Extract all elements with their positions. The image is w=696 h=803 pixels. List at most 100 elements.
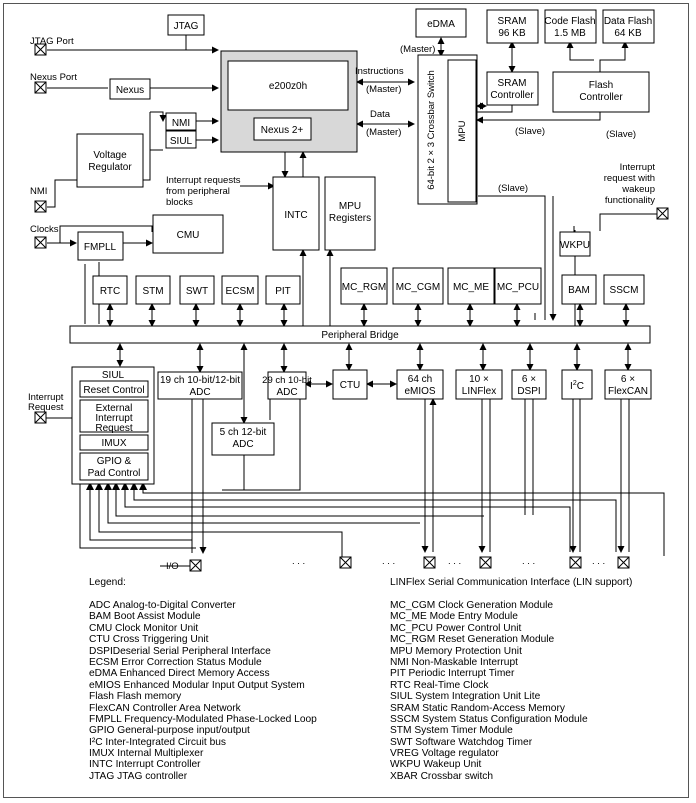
legend-entry: NMI Non-Maskable Interrupt	[390, 656, 518, 668]
signal-labels: JTAG Port Nexus Port NMI Clocks Interrup…	[28, 36, 655, 572]
ctu-label: CTU	[340, 380, 361, 391]
siul-small-label: SIUL	[170, 136, 193, 147]
swt-label: SWT	[186, 286, 208, 297]
jtag-port-label: JTAG Port	[30, 36, 74, 47]
pin-nexus	[34, 81, 47, 94]
data-label: Data	[370, 109, 391, 120]
dspi-label-2: DSPI	[517, 386, 540, 397]
interconnect-lines	[45, 34, 665, 567]
legend-entry: VREG Voltage regulator	[390, 748, 499, 760]
ellipsis-3: . . .	[448, 556, 461, 567]
cmu-label: CMU	[177, 230, 200, 241]
legend-entry: Flash Flash memory	[89, 691, 182, 703]
legend-entry: eMIOS Enhanced Modular Input Output Syst…	[89, 679, 305, 691]
data-flash-size: 64 KB	[614, 28, 642, 39]
sscm-label: SSCM	[610, 285, 639, 296]
stm-label: STM	[142, 286, 163, 297]
mpu-label: MPU	[457, 120, 468, 141]
adc29-label-2: ADC	[276, 387, 297, 398]
siul-label: SIUL	[102, 370, 125, 381]
block-labels: JTAG eDMA SRAM 96 KB Code Flash 1.5 MB D…	[83, 16, 652, 479]
adc29-label-1: 29 ch 10-bit	[262, 375, 312, 386]
legend-entry: DSPIDeserial Serial Peripheral Interface	[89, 645, 271, 657]
gpio-label-2: Pad Control	[88, 468, 141, 479]
adc19-label-1: 19 ch 10-bit/12-bit	[160, 375, 240, 386]
edma-master-label: (Master)	[400, 44, 435, 55]
wakeup-label-3: wakeup	[621, 184, 655, 195]
adc5-label-1: 5 ch 12-bit	[220, 427, 267, 438]
blocks	[69, 8, 655, 485]
rtc-label: RTC	[100, 286, 120, 297]
core-label: e200z0h	[269, 81, 307, 92]
flexcan-label-2: FlexCAN	[608, 386, 648, 397]
wakeup-label-2: request with	[604, 173, 655, 184]
pin-io-3	[423, 556, 436, 569]
jtag-label: JTAG	[174, 21, 199, 32]
intc-label: INTC	[284, 210, 307, 221]
pin-io-6	[617, 556, 630, 569]
linflex-label-2: LINFlex	[462, 386, 496, 397]
emios-label-1: 64 ch	[408, 374, 432, 385]
ellipsis-1: . . .	[292, 556, 305, 567]
int-periph-label-1: Interrupt requests	[166, 175, 241, 186]
ext-int-label-2: Interrupt	[95, 413, 132, 424]
flash-controller-label-1: Flash	[589, 80, 613, 91]
legend-entry: XBAR Crossbar switch	[390, 770, 494, 782]
linflex-label-1: 10 ×	[469, 374, 489, 385]
instructions-master-label: (Master)	[366, 84, 401, 95]
legend-title: Legend:	[89, 577, 126, 588]
sram-controller-label-1: SRAM	[498, 78, 527, 89]
pin-nmi	[34, 200, 47, 213]
fmpll-label: FMPLL	[84, 242, 117, 253]
flexcan-label-1: 6 ×	[621, 374, 635, 385]
wakeup-label-1: Interrupt	[620, 162, 656, 173]
gpio-label-1: GPIO &	[97, 456, 132, 467]
data-master-label: (Master)	[366, 127, 401, 138]
int-periph-label-3: blocks	[166, 197, 193, 208]
reset-control-label: Reset Control	[83, 385, 144, 396]
legend-entry: MC_PCU Power Control Unit	[390, 622, 522, 634]
clocks-label: Clocks	[30, 224, 59, 235]
pin-io-5	[569, 556, 582, 569]
gpio-arrowheads	[86, 482, 147, 490]
emios-label-2: eMIOS	[404, 386, 435, 397]
imux-label: IMUX	[102, 438, 127, 449]
nexus-port-label: Nexus Port	[30, 72, 77, 83]
legend-entry: SSCM System Status Configuration Module	[390, 713, 588, 725]
legend-entry: PIT Periodic Interrupt Timer	[390, 668, 515, 680]
ellipsis-4: . . .	[522, 556, 535, 567]
data-flash-label: Data Flash	[604, 16, 652, 27]
wakeup-label-4: functionality	[605, 195, 655, 206]
diagram-frame	[3, 3, 689, 798]
pin-wakeup	[656, 207, 669, 220]
legend-entry: I²C Inter-Integrated Circuit bus	[89, 736, 227, 748]
legend-entry: BAM Boot Assist Module	[89, 611, 201, 623]
legend-entry: ADC Analog-to-Digital Converter	[89, 600, 236, 611]
nexus2-label: Nexus 2+	[261, 125, 304, 136]
pit-label: PIT	[275, 286, 291, 297]
nmi-pin-label: NMI	[30, 186, 47, 197]
legend-entry: JTAG JTAG controller	[89, 770, 188, 782]
legend-entry: WKPU Wakeup Unit	[390, 759, 482, 771]
adc5-label-2: ADC	[232, 439, 253, 450]
ellipsis-5: . . .	[592, 556, 605, 567]
interrupt-request-label-1: Interrupt	[28, 392, 64, 403]
ecsm-label: ECSM	[226, 286, 255, 297]
sram-controller-label-2: Controller	[490, 90, 534, 101]
ext-int-label-1: External	[96, 403, 133, 414]
io-label: I/O	[166, 561, 179, 572]
sram-size: 96 KB	[498, 28, 526, 39]
mc-rgm-label: MC_RGM	[342, 282, 386, 293]
mc-me-label: MC_ME	[453, 282, 489, 293]
interrupt-request-label-2: Request	[28, 402, 64, 413]
adc19-label-2: ADC	[189, 387, 210, 398]
legend-entry: CMU Clock Monitor Unit	[89, 622, 199, 634]
nmi-block-label: NMI	[172, 118, 190, 129]
legend-entry: STM System Timer Module	[390, 725, 513, 737]
pin-io-2	[339, 556, 352, 569]
legend-entry: MC_CGM Clock Generation Module	[390, 600, 554, 611]
legend-entry: MC_ME Mode Entry Module	[390, 611, 518, 623]
legend-entry: MC_RGM Reset Generation Module	[390, 634, 555, 646]
